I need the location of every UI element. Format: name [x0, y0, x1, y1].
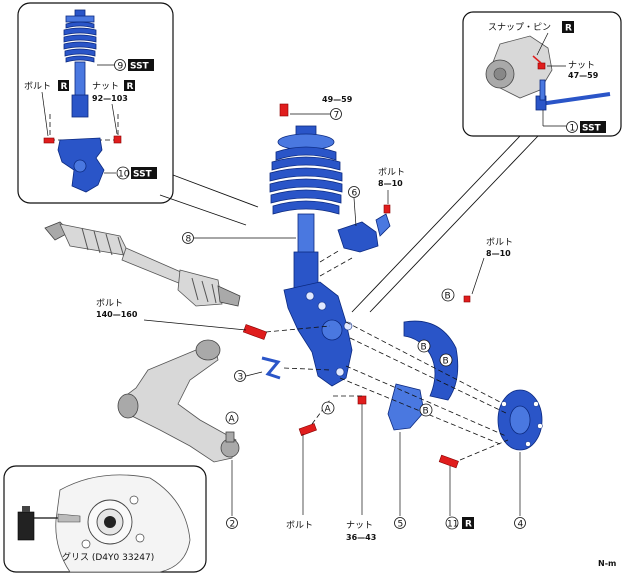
- hub-bolt-reuse-tag: R: [465, 520, 472, 530]
- inset-bolt-icon: [43, 137, 55, 144]
- inset-nut-icon: [113, 135, 122, 144]
- marker-a-arm: A: [229, 415, 236, 425]
- shield-bolt-torque: 8—10: [486, 249, 511, 258]
- knuckle: [283, 281, 353, 387]
- marker-b-shield-2: B: [443, 357, 449, 367]
- marker-b-shield-1: B: [421, 343, 427, 353]
- clip-part: [261, 356, 281, 380]
- ball-joint-bolt-label: ボルト: [286, 520, 313, 531]
- callout-7: 7: [334, 111, 340, 121]
- bracket-bolt-torque: 8—10: [378, 179, 403, 188]
- callout-2: 2: [230, 520, 236, 530]
- marker-b-bolt: B: [445, 292, 451, 302]
- callout-8: 8: [186, 235, 192, 245]
- bracket-bolt-label: ボルト: [378, 167, 405, 178]
- bracket-bolt-icon: [383, 204, 391, 214]
- fasteners: [242, 103, 471, 469]
- inset-bolt-label: ボルト: [24, 81, 51, 92]
- callout-4: 4: [518, 520, 524, 530]
- assembly-lines: [265, 249, 509, 461]
- callout-5: 5: [398, 520, 404, 530]
- ball-joint-nut-torque: 36—43: [346, 533, 376, 542]
- ball-joint-nut-label: ナット: [346, 520, 373, 531]
- strut-assembly: [269, 125, 343, 293]
- inset-bolt-reuse-tag: R: [61, 82, 68, 92]
- ball-joint-bolt-icon: [298, 423, 317, 436]
- grease-tube-icon: [17, 511, 35, 541]
- inset-nut-label: ナット: [92, 81, 119, 92]
- callout-1: 1: [570, 124, 576, 134]
- tie-rod-nut-label: ナット: [568, 60, 595, 71]
- sst-tag-1: SST: [582, 124, 602, 134]
- callout-6: 6: [352, 189, 358, 199]
- strut-nut-torque: 49—59: [322, 95, 353, 104]
- inset-tie-rod: スナップ・ピン R ナット 47—59 1 SST: [351, 11, 622, 313]
- inset-strut-knuckle: ボルト R ナット R 92—103 9 SST 10 SST: [17, 2, 259, 226]
- knuckle-bolt-torque: 140—160: [96, 310, 138, 319]
- snap-pin-reuse-tag: R: [565, 24, 572, 34]
- marker-b-shield-3: B: [423, 407, 429, 417]
- letter-markers: A A B B B B: [225, 288, 455, 425]
- callout-3: 3: [238, 373, 244, 383]
- snap-pin-label: スナップ・ピン: [488, 22, 551, 33]
- ball-joint-nut-icon: [357, 395, 367, 405]
- tie-rod-nut-icon: [537, 62, 546, 70]
- callout-11: 11: [447, 520, 458, 530]
- tie-rod-nut-torque: 47—59: [568, 71, 599, 80]
- callout-9: 9: [118, 62, 124, 72]
- knuckle-bolt-label: ボルト: [96, 298, 123, 309]
- torque-unit-code: N-m: [598, 559, 616, 568]
- inset-nut-torque: 92—103: [92, 94, 128, 103]
- wheel-hub: [497, 389, 543, 451]
- sst-tag-9: SST: [130, 62, 150, 72]
- sensor-bracket: [337, 204, 391, 253]
- marker-a-knuckle: A: [325, 405, 332, 415]
- knuckle-bolt-icon: [242, 324, 268, 340]
- grease-label: グリス (D4Y0 33247): [62, 551, 154, 563]
- strut-nut-icon: [279, 103, 289, 117]
- inset-grease: グリス (D4Y0 33247): [3, 465, 207, 573]
- shield-bolt-label: ボルト: [486, 237, 513, 248]
- sst-tag-10: SST: [133, 170, 153, 180]
- lower-arm: [117, 339, 240, 463]
- shield-bolt-icon: [463, 295, 471, 303]
- callout-10: 10: [118, 170, 130, 180]
- inset-nut-reuse-tag: R: [127, 82, 134, 92]
- hub-bolt-icon: [438, 454, 459, 469]
- drive-shaft: [44, 221, 241, 307]
